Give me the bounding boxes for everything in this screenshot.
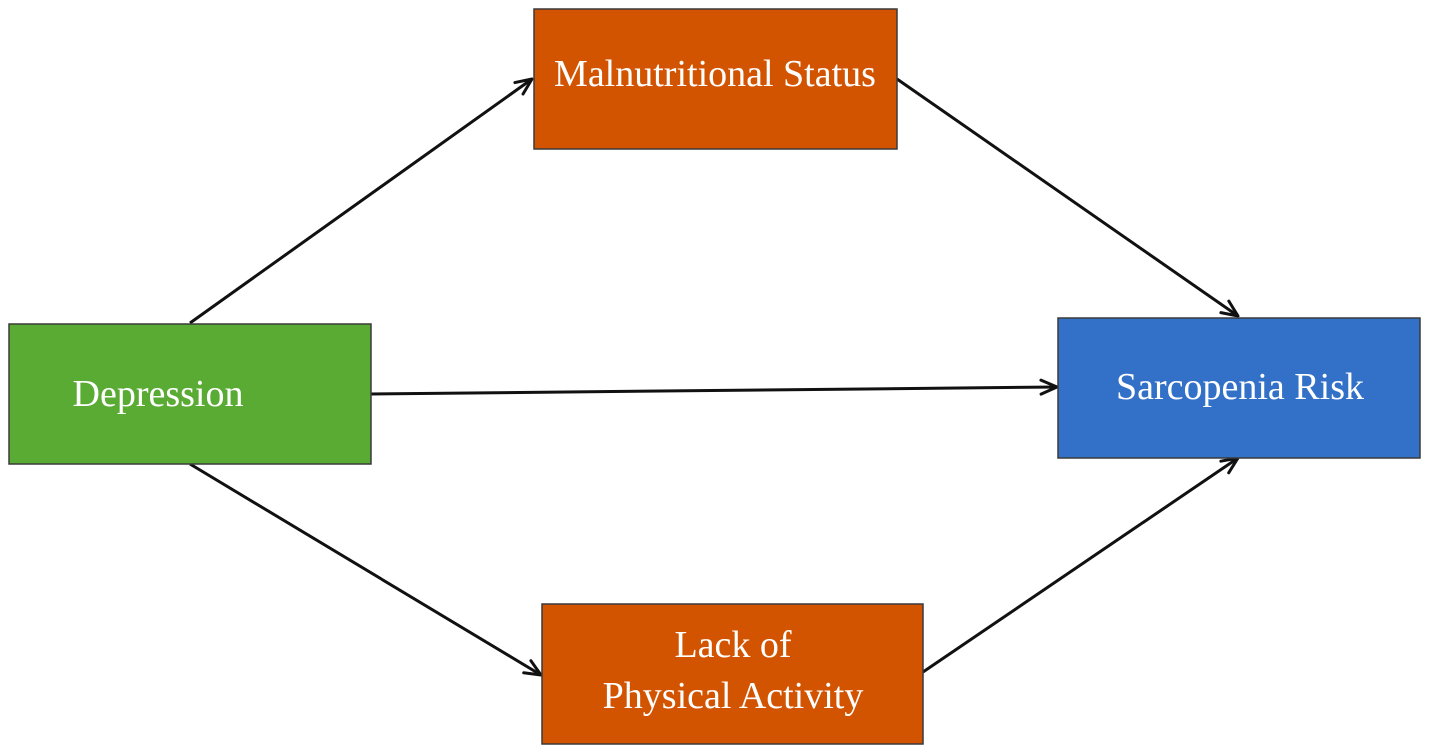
node-sarcopenia-risk: Sarcopenia Risk	[1057, 317, 1421, 459]
edge-depression-to-malnutrition	[189, 77, 534, 325]
node-sarcopenia-risk-label: Sarcopenia Risk	[1116, 366, 1364, 408]
edge-physical-activity-to-sarcopenia	[922, 456, 1240, 674]
edge-depression-to-physical-activity	[189, 462, 543, 677]
node-malnutritional-status-label: Malnutritional Status	[554, 53, 876, 95]
node-depression: Depression	[8, 323, 372, 465]
edge-malnutrition-to-sarcopenia	[896, 77, 1240, 318]
edge-depression-to-sarcopenia	[370, 378, 1059, 396]
node-lack-of-physical-activity-line2: Physical Activity	[603, 675, 864, 717]
node-malnutritional-status: Malnutritional Status	[533, 8, 898, 150]
node-lack-of-physical-activity-line1: Lack of	[674, 624, 791, 666]
node-depression-label: Depression	[73, 373, 244, 415]
node-lack-of-physical-activity: Lack of Physical Activity	[541, 603, 924, 745]
